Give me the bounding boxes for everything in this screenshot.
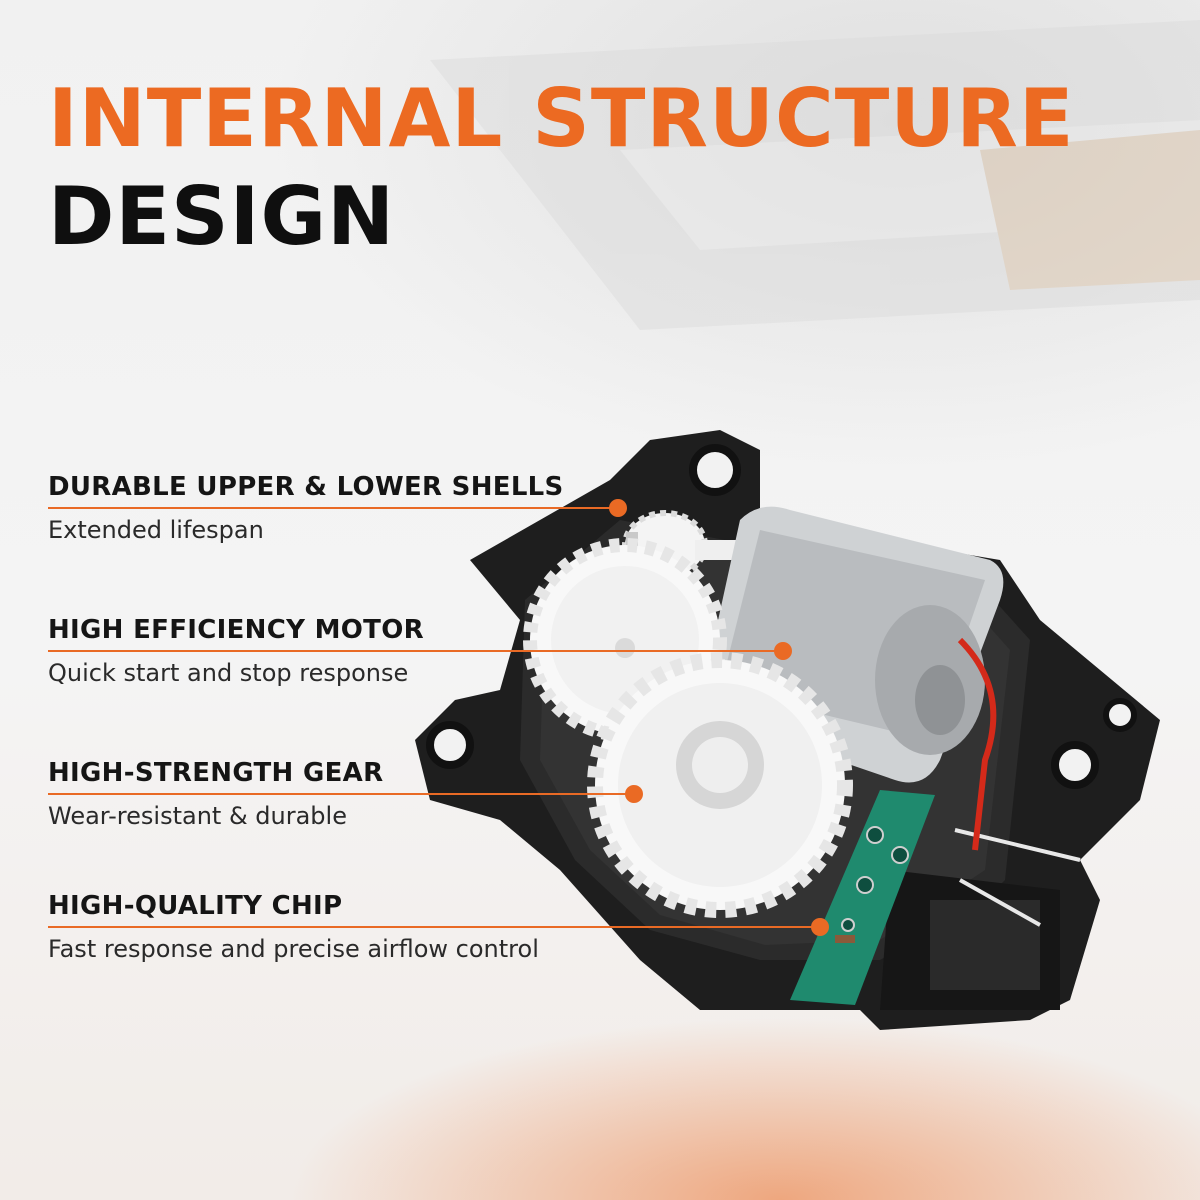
mounting-hole	[689, 444, 741, 496]
feature-description: Quick start and stop response	[48, 659, 409, 687]
feature-title: HIGH EFFICIENCY MOTOR	[48, 615, 424, 645]
feature-motor: HIGH EFFICIENCY MOTOR Quick start and st…	[48, 615, 424, 687]
feature-title: HIGH-QUALITY CHIP	[48, 891, 343, 921]
feature-chip: HIGH-QUALITY CHIP Fast response and prec…	[48, 891, 539, 963]
pcb-chip	[790, 790, 935, 1005]
lower-gear	[587, 652, 853, 918]
feature-shells: DURABLE UPPER & LOWER SHELLS Extended li…	[48, 472, 564, 544]
feature-description: Fast response and precise airflow contro…	[48, 935, 539, 963]
mounting-hole	[1051, 741, 1099, 789]
feature-gear: HIGH-STRENGTH GEAR Wear-resistant & dura…	[48, 758, 383, 830]
feature-description: Wear-resistant & durable	[48, 802, 347, 830]
callout-leaders	[48, 499, 829, 936]
background-blur-panels	[430, 20, 1200, 330]
leader-dot-shells	[609, 499, 627, 517]
feature-description: Extended lifespan	[48, 516, 264, 544]
leader-dot-gear	[625, 785, 643, 803]
title-line-1: INTERNAL STRUCTURE	[48, 72, 1075, 165]
mounting-hole	[426, 721, 474, 769]
feature-title: DURABLE UPPER & LOWER SHELLS	[48, 472, 564, 502]
leader-dot-chip	[811, 918, 829, 936]
mounting-hole	[1103, 698, 1137, 732]
title-line-2: DESIGN	[48, 170, 396, 263]
connector-block	[880, 828, 1081, 1010]
feature-title: HIGH-STRENGTH GEAR	[48, 758, 384, 788]
leader-dot-motor	[774, 642, 792, 660]
